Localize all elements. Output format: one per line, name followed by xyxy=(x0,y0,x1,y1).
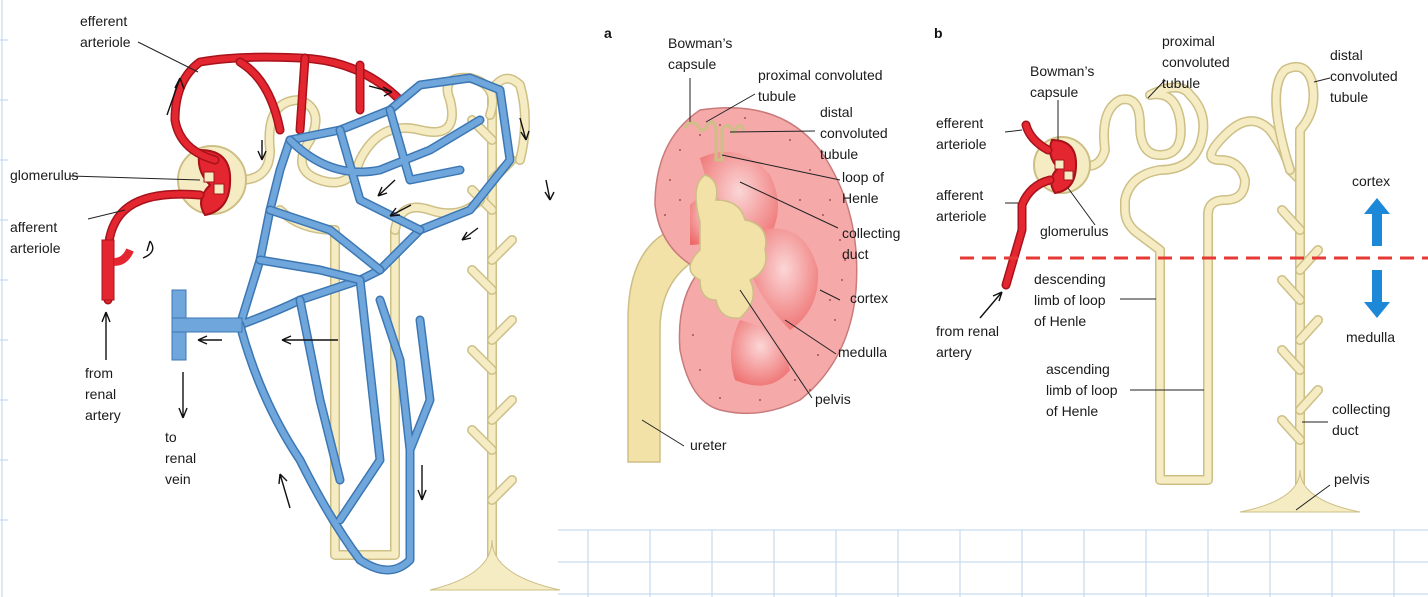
label-a-medulla: medulla xyxy=(838,344,887,360)
label-glomerulus: glomerulus xyxy=(10,167,78,183)
panel-b-nephron: b xyxy=(934,25,1428,512)
label-b-cortex: cortex xyxy=(1352,173,1390,189)
label-b-pelvis: pelvis xyxy=(1334,471,1370,487)
left-collecting-duct xyxy=(430,79,560,590)
label-b-glomerulus: glomerulus xyxy=(1040,223,1108,239)
panel-b-letter: b xyxy=(934,25,943,41)
label-a-pelvis: pelvis xyxy=(815,391,851,407)
panel-a-letter: a xyxy=(604,25,612,41)
panel-a-kidney: a xyxy=(604,25,900,462)
label-a-cortex: cortex xyxy=(850,290,888,306)
label-a-ureter: ureter xyxy=(690,437,727,453)
panel-b-tubule xyxy=(1080,67,1360,512)
b-arterioles xyxy=(1006,125,1050,285)
label-b-medulla: medulla xyxy=(1346,329,1395,345)
